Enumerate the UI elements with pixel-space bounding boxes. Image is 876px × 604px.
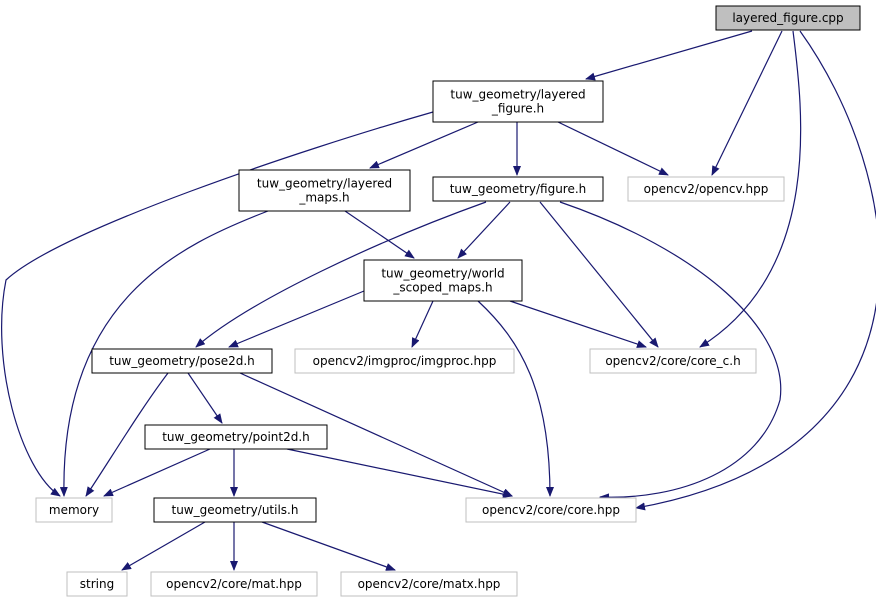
edge-pose2d_h-to-memory — [85, 372, 169, 497]
node-box — [153, 497, 317, 523]
node-layered_figure_cpp[interactable]: layered_figure.cpp — [715, 5, 861, 31]
node-label: opencv2/core/mat.hpp — [166, 577, 302, 591]
node-label: memory — [49, 503, 99, 517]
node-string: string — [66, 571, 128, 597]
edge-world_scoped_maps_h-to-pose2d_h — [228, 290, 365, 348]
node-label: opencv2/opencv.hpp — [644, 182, 769, 196]
node-label: string — [80, 577, 114, 591]
node-box — [340, 571, 518, 597]
node-label: opencv2/imgproc/imgproc.hpp — [313, 354, 497, 368]
edge-layered_figure_cpp-to-core_hpp — [635, 30, 876, 511]
node-figure_h[interactable]: tuw_geometry/figure.h — [432, 176, 604, 202]
node-core_c_h: opencv2/core/core_c.h — [589, 348, 757, 374]
node-label: tuw_geometry/utils.h — [172, 503, 299, 517]
node-box — [144, 424, 328, 450]
node-label: opencv2/core/core.hpp — [482, 503, 620, 517]
edge-layered_figure_cpp-to-layered_figure_h — [585, 30, 753, 81]
node-opencv_hpp: opencv2/opencv.hpp — [627, 176, 785, 202]
edge-layered_figure_h-to-memory — [1, 111, 434, 497]
node-mat_hpp: opencv2/core/mat.hpp — [150, 571, 318, 597]
node-label: tuw_geometry/point2d.h — [162, 430, 310, 444]
node-label: opencv2/core/core_c.h — [605, 354, 740, 368]
node-point2d_h[interactable]: tuw_geometry/point2d.h — [144, 424, 328, 450]
edge-layered_figure_h-to-opencv_hpp — [557, 121, 669, 176]
node-box — [465, 497, 637, 523]
node-label: tuw_geometry/layered — [450, 88, 585, 102]
node-pose2d_h[interactable]: tuw_geometry/pose2d.h — [91, 348, 273, 374]
edges-layer — [1, 30, 876, 571]
edge-layered_figure_cpp-to-opencv_hpp — [711, 30, 783, 176]
node-layered_figure_h[interactable]: tuw_geometry/layered_figure.h — [432, 80, 604, 123]
node-core_hpp: opencv2/core/core.hpp — [465, 497, 637, 523]
edge-layered_figure_cpp-to-core_c_h — [699, 30, 802, 348]
edge-world_scoped_maps_h-to-core_c_h — [509, 300, 647, 348]
node-box — [715, 5, 861, 31]
node-box — [627, 176, 785, 202]
edge-utils_h-to-matx_hpp — [261, 521, 396, 571]
node-matx_hpp: opencv2/core/matx.hpp — [340, 571, 518, 597]
edge-figure_h-to-pose2d_h — [195, 201, 487, 348]
node-layered_maps_h[interactable]: tuw_geometry/layered_maps.h — [238, 169, 411, 212]
edge-figure_h-to-world_scoped_maps_h — [457, 201, 511, 259]
node-label: opencv2/core/matx.hpp — [358, 577, 501, 591]
edge-utils_h-to-string — [121, 521, 206, 571]
edge-world_scoped_maps_h-to-core_hpp — [477, 300, 554, 497]
node-box — [238, 169, 411, 212]
edge-layered_maps_h-to-memory — [59, 210, 269, 497]
node-label: tuw_geometry/layered — [257, 177, 392, 191]
node-box — [66, 571, 128, 597]
edge-layered_figure_h-to-layered_maps_h — [369, 121, 479, 169]
edge-layered_maps_h-to-world_scoped_maps_h — [344, 210, 415, 259]
node-box — [589, 348, 757, 374]
edge-pose2d_h-to-core_hpp — [239, 372, 513, 497]
node-label: _maps.h — [298, 191, 349, 205]
edge-figure_h-to-core_hpp — [559, 201, 782, 502]
node-label: tuw_geometry/figure.h — [450, 182, 587, 196]
node-box — [35, 497, 113, 523]
node-world_scoped_maps_h[interactable]: tuw_geometry/world_scoped_maps.h — [363, 259, 523, 302]
edge-point2d_h-to-core_hpp — [286, 448, 513, 499]
node-label: _figure.h — [491, 102, 544, 116]
node-box — [363, 259, 523, 302]
node-box — [432, 176, 604, 202]
nodes-layer: layered_figure.cpptuw_geometry/layered_f… — [35, 5, 861, 597]
node-label: layered_figure.cpp — [732, 11, 843, 25]
node-box — [150, 571, 318, 597]
node-box — [91, 348, 273, 374]
node-label: tuw_geometry/world — [381, 267, 504, 281]
edge-point2d_h-to-memory — [103, 448, 211, 497]
node-memory: memory — [35, 497, 113, 523]
node-box — [432, 80, 604, 123]
edge-figure_h-to-core_c_h — [539, 201, 659, 348]
node-label: tuw_geometry/pose2d.h — [109, 354, 255, 368]
node-imgproc_hpp: opencv2/imgproc/imgproc.hpp — [294, 348, 515, 374]
edge-world_scoped_maps_h-to-imgproc_hpp — [411, 300, 434, 348]
edge-pose2d_h-to-point2d_h — [187, 372, 223, 424]
node-utils_h[interactable]: tuw_geometry/utils.h — [153, 497, 317, 523]
node-label: _scoped_maps.h — [392, 281, 492, 295]
node-box — [294, 348, 515, 374]
